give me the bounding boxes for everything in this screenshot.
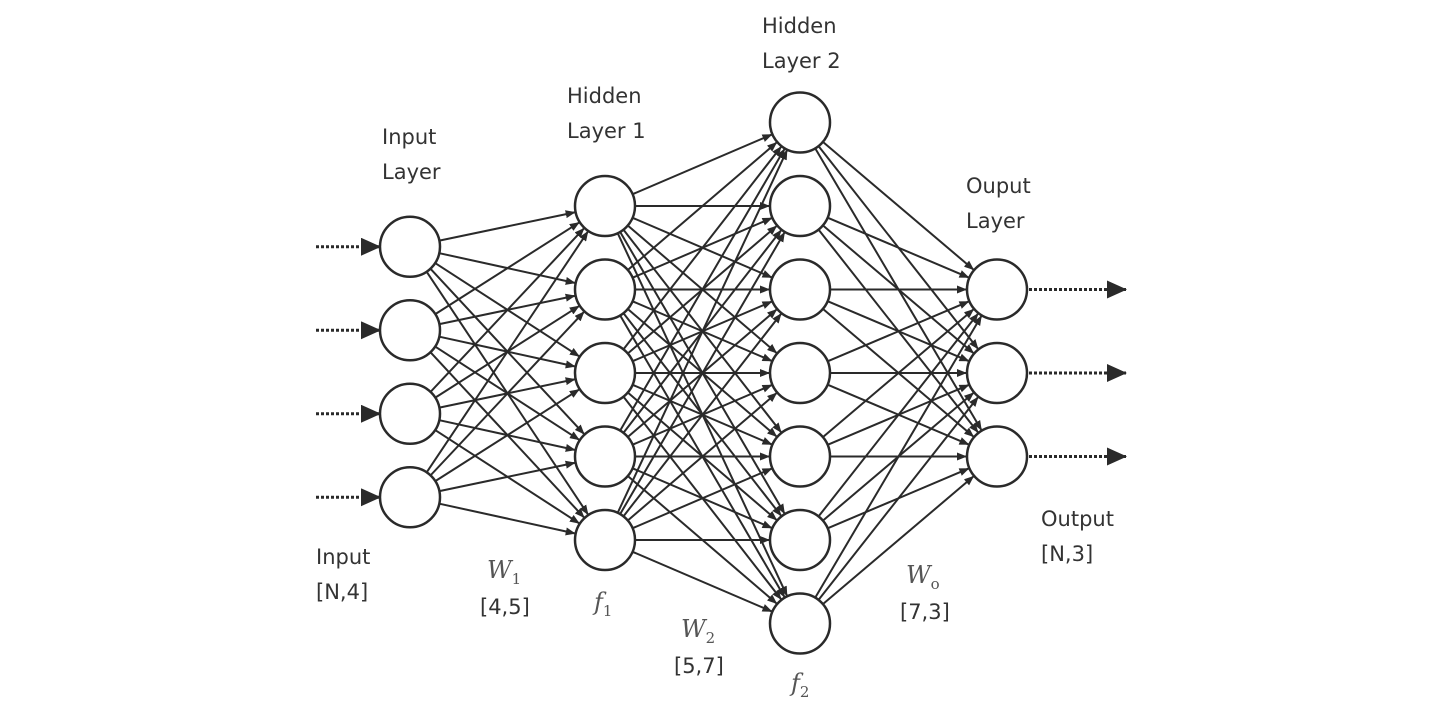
connections bbox=[425, 133, 983, 613]
edge-hidden1-5-to-hidden2-1 bbox=[616, 149, 788, 514]
edge-hidden1-5-to-hidden2-5 bbox=[632, 467, 773, 530]
edge-hidden1-5-to-hidden2-3 bbox=[622, 313, 782, 517]
hidden1-node-5 bbox=[573, 508, 637, 572]
f1-subscript: 1 bbox=[602, 601, 613, 620]
edge-hidden2-7-to-output-2 bbox=[817, 396, 979, 601]
edge-hidden2-4-to-output-1 bbox=[827, 300, 970, 363]
hidden-layer-2-label: Hidden Layer 2 bbox=[762, 9, 841, 79]
edge-hidden1-5-to-hidden2-4 bbox=[627, 392, 778, 522]
w1-letter: W bbox=[487, 556, 512, 584]
w1-subscript: 1 bbox=[511, 569, 522, 588]
hidden1-node-2 bbox=[573, 258, 637, 321]
hidden-layer-1-label: Hidden Layer 1 bbox=[567, 79, 646, 149]
output-node-2 bbox=[965, 341, 1029, 405]
w2-subscript: 2 bbox=[705, 628, 716, 647]
w1-shape: [4,5] bbox=[480, 595, 530, 619]
output-node-1 bbox=[965, 258, 1029, 321]
edge-hidden2-2-to-output-1 bbox=[827, 216, 970, 279]
hidden2-node-7 bbox=[768, 592, 832, 655]
input-node-4 bbox=[378, 466, 442, 529]
edge-input-2-to-hidden1-1 bbox=[434, 221, 580, 315]
input-shape-annotation: Input [N,4] bbox=[316, 540, 370, 610]
hidden2-node-1 bbox=[768, 91, 832, 154]
input-node-2 bbox=[378, 299, 442, 362]
hidden2-node-5 bbox=[768, 425, 832, 488]
hidden1-node-3 bbox=[573, 341, 637, 405]
input-layer-label-line2: Layer bbox=[382, 160, 441, 184]
hidden2-label-line1: Hidden bbox=[762, 14, 837, 38]
hidden1-node-4 bbox=[573, 425, 637, 488]
edge-hidden2-1-to-output-1 bbox=[822, 141, 975, 271]
edge-input-3-to-hidden1-1 bbox=[429, 227, 585, 393]
wo-subscript: o bbox=[930, 574, 940, 593]
neurons bbox=[378, 91, 1029, 655]
f2-symbol: f2 bbox=[791, 669, 809, 701]
edge-input-4-to-hidden1-2 bbox=[429, 311, 585, 477]
f1-symbol: f1 bbox=[594, 588, 612, 620]
output-node-3 bbox=[965, 425, 1029, 488]
output-annotation-name: Output bbox=[1041, 507, 1114, 531]
w2-shape: [5,7] bbox=[674, 654, 724, 678]
output-shape-annotation: Output [N,3] bbox=[1041, 502, 1114, 572]
edge-hidden2-7-to-output-3 bbox=[822, 475, 975, 605]
hidden1-label-line1: Hidden bbox=[567, 84, 642, 108]
hidden2-node-4 bbox=[768, 341, 832, 405]
hidden2-node-6 bbox=[768, 508, 832, 572]
edge-input-4-to-hidden1-3 bbox=[434, 388, 580, 482]
edge-hidden2-7-to-output-1 bbox=[814, 315, 983, 599]
w2-letter: W bbox=[681, 615, 706, 643]
edge-hidden1-4-to-hidden2-1 bbox=[619, 148, 786, 432]
edge-input-4-to-hidden1-5 bbox=[439, 502, 576, 536]
hidden2-label-line2: Layer 2 bbox=[762, 49, 841, 73]
hidden2-node-3 bbox=[768, 258, 832, 321]
wo-symbol: Wo bbox=[906, 561, 940, 593]
hidden1-node-1 bbox=[573, 174, 637, 238]
io-arrows bbox=[316, 237, 1127, 507]
edge-hidden2-6-to-output-1 bbox=[817, 313, 979, 518]
edge-hidden2-5-to-output-1 bbox=[822, 308, 975, 438]
input-layer-label: Input Layer bbox=[382, 120, 441, 190]
hidden1-label-line2: Layer 1 bbox=[567, 119, 646, 143]
edge-input-4-to-hidden1-1 bbox=[425, 230, 589, 473]
f1-letter: f bbox=[594, 588, 603, 616]
edge-hidden1-1-to-hidden2-1 bbox=[632, 133, 773, 196]
edge-input-4-to-hidden1-4 bbox=[439, 460, 576, 493]
f2-letter: f bbox=[791, 669, 800, 697]
output-annotation-shape: [N,3] bbox=[1041, 542, 1094, 566]
w2-symbol: W2 bbox=[681, 615, 715, 647]
input-annotation-name: Input bbox=[316, 545, 371, 569]
input-annotation-shape: [N,4] bbox=[316, 580, 369, 604]
edge-hidden1-5-to-hidden2-2 bbox=[619, 231, 786, 515]
edge-hidden1-5-to-hidden2-7 bbox=[632, 550, 773, 613]
edge-hidden1-2-to-hidden2-1 bbox=[627, 141, 778, 271]
output-label-line1: Ouput bbox=[966, 174, 1031, 198]
input-layer-label-line1: Input bbox=[382, 125, 437, 149]
f2-subscript: 2 bbox=[799, 682, 810, 701]
output-layer-label: Ouput Layer bbox=[966, 169, 1031, 239]
output-label-line2: Layer bbox=[966, 209, 1025, 233]
input-node-3 bbox=[378, 382, 442, 445]
wo-letter: W bbox=[906, 561, 931, 589]
edge-input-1-to-hidden1-1 bbox=[439, 210, 576, 242]
w1-symbol: W1 bbox=[487, 556, 521, 588]
hidden2-node-2 bbox=[768, 174, 832, 238]
input-node-1 bbox=[378, 215, 442, 278]
wo-shape: [7,3] bbox=[900, 600, 950, 624]
edge-hidden1-3-to-hidden2-1 bbox=[622, 146, 782, 350]
